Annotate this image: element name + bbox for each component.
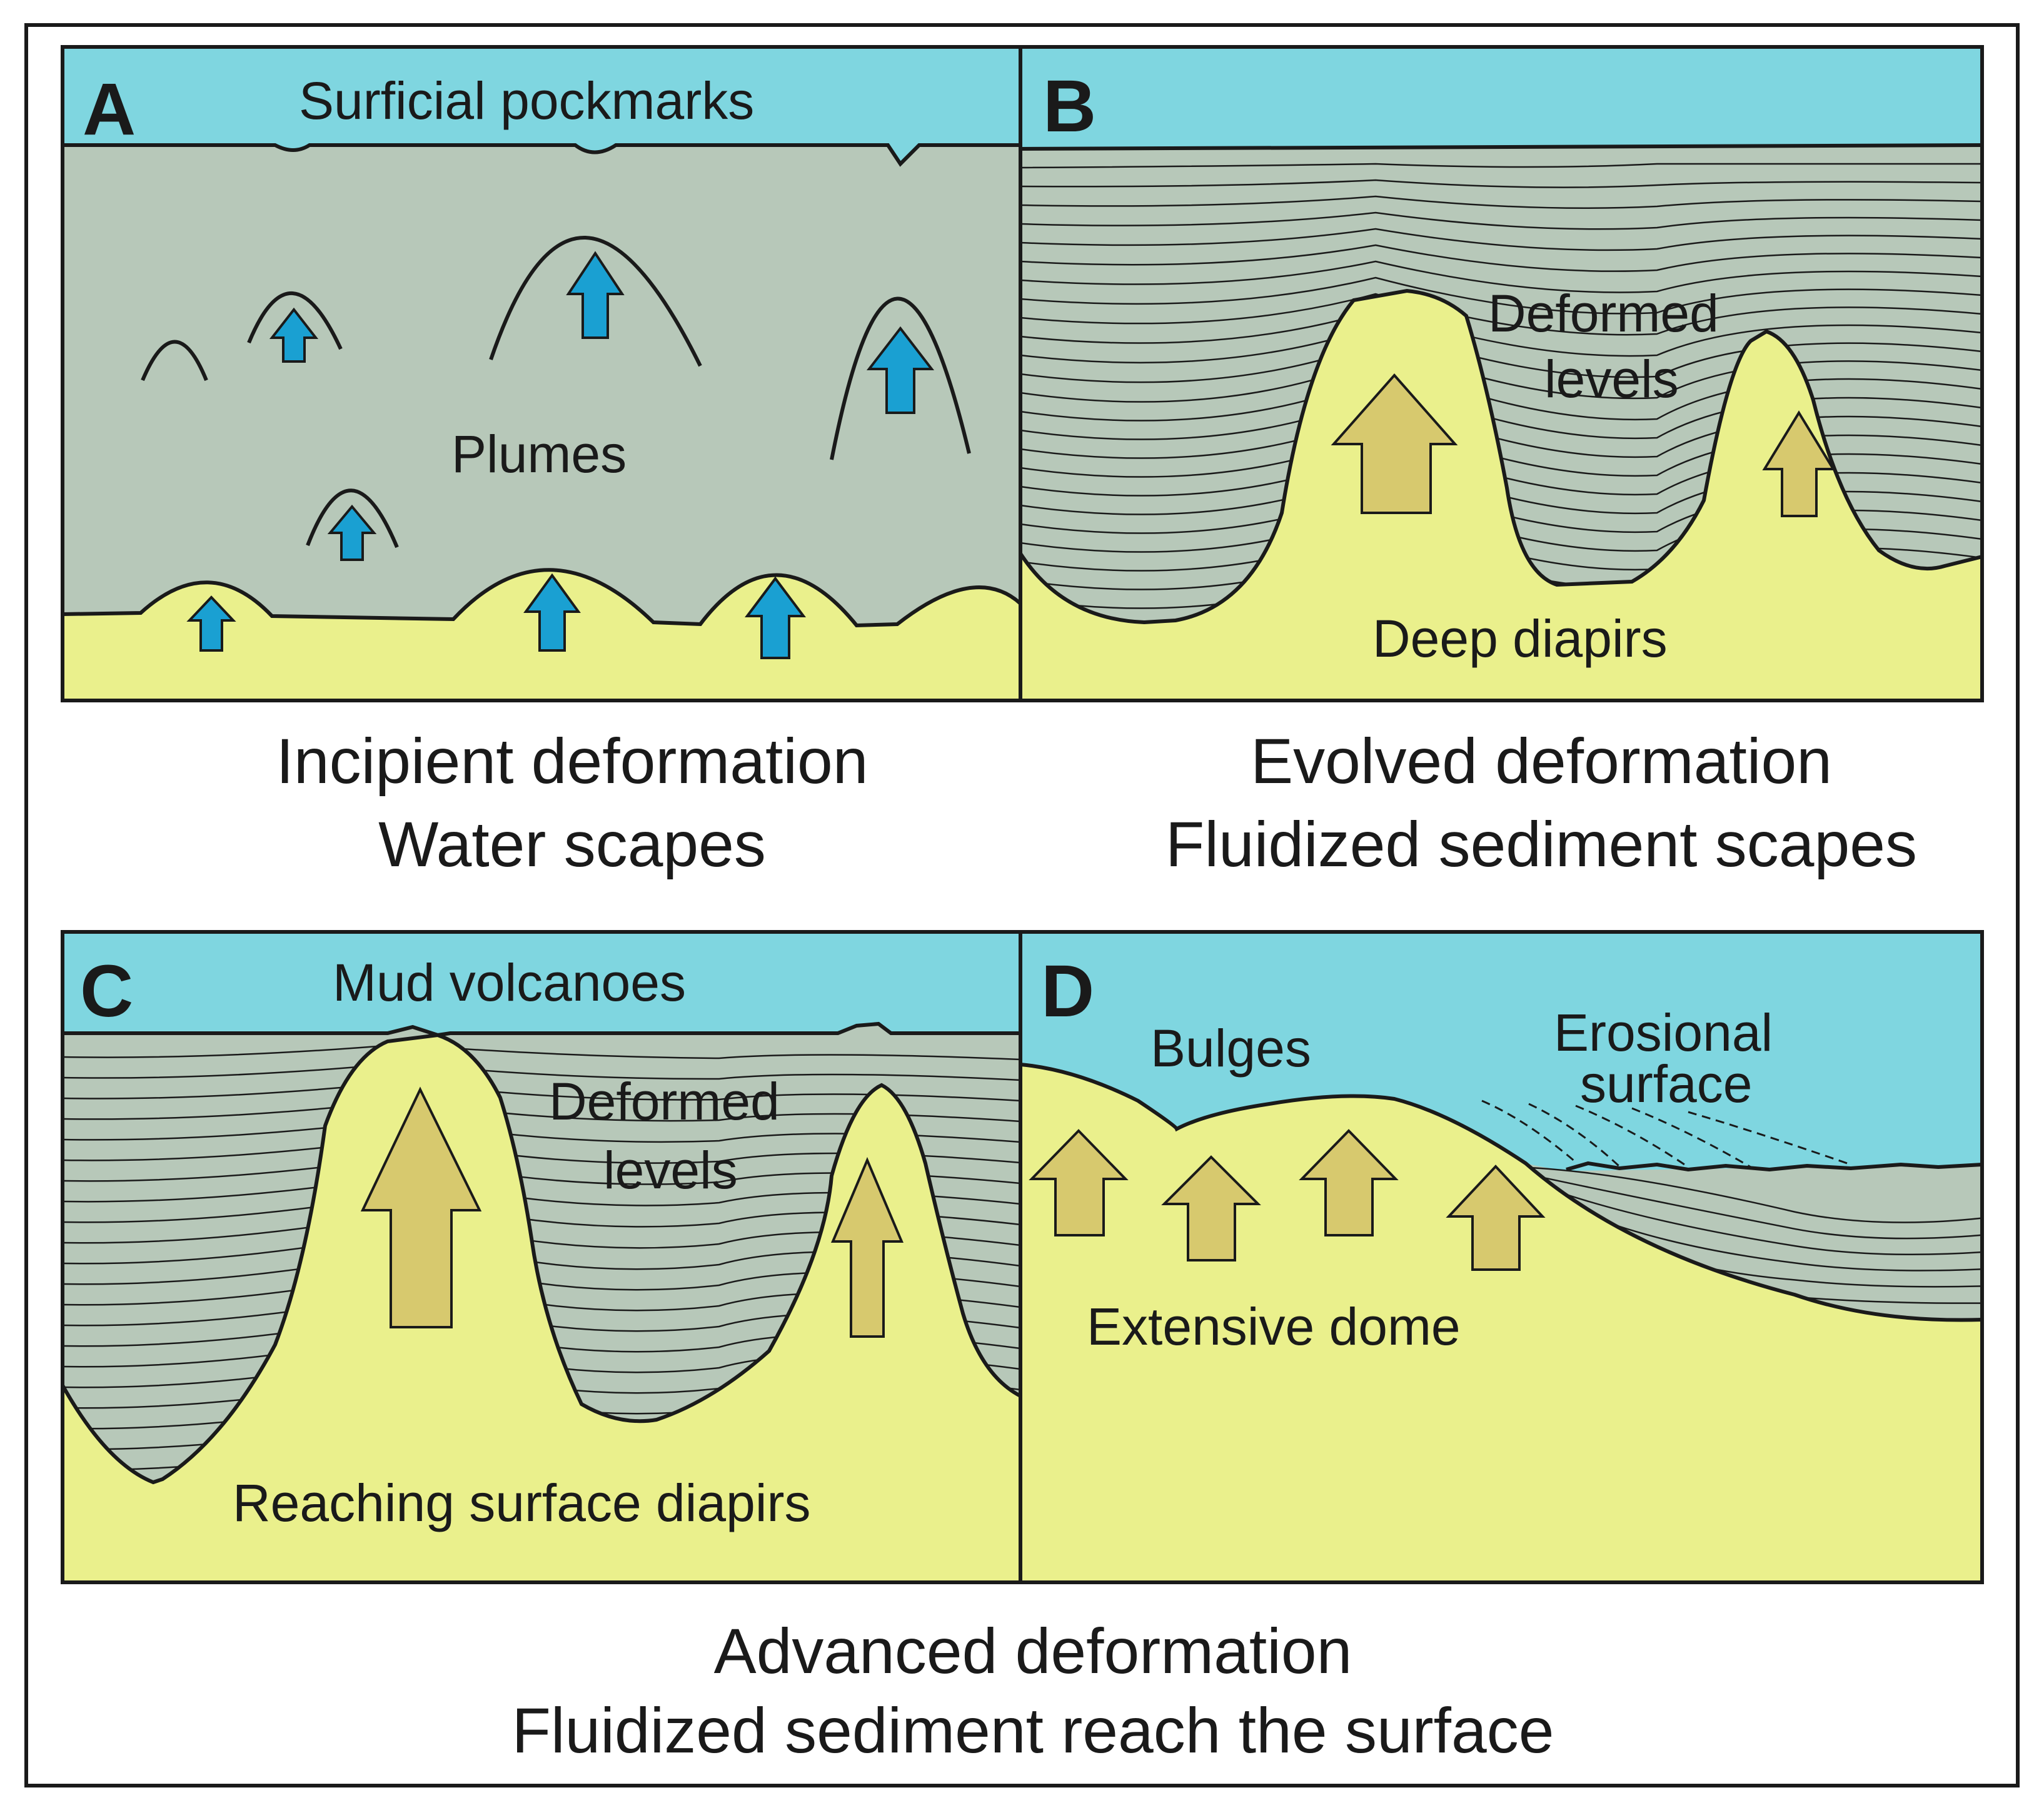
sediment-arrow-icon	[1299, 1129, 1399, 1236]
sediment-arrow-icon	[1029, 1129, 1129, 1236]
panel-letter-a: A	[83, 68, 136, 151]
caption-ab-right-line-2: Fluidized sediment scapes	[1165, 809, 1917, 880]
panel-d-sand-boundary	[1020, 1063, 1982, 1322]
label-deformed-levels-c-1: Deformed	[549, 1072, 780, 1131]
erosional-surface-line	[1566, 1161, 1982, 1172]
sediment-layer-line	[1020, 309, 1982, 357]
label-surficial-pockmarks: Surficial pockmarks	[299, 71, 754, 130]
sediment-layer-line	[1020, 325, 1982, 378]
fluid-arrow-icon	[523, 573, 581, 652]
panel-b-sand	[1020, 291, 1982, 700]
panel-letter-c: C	[80, 950, 133, 1033]
sediment-layer-line	[63, 1043, 1020, 1061]
label-erosional-surface-2: surface	[1580, 1054, 1752, 1113]
panel-a	[63, 47, 1020, 700]
fluid-arrow-icon	[866, 326, 935, 414]
panel-a-seafloor-line	[63, 143, 1020, 167]
sediment-layer-line	[1525, 1173, 1982, 1240]
sediment-layer-line	[1525, 1179, 1982, 1256]
sediment-layer-line	[1020, 260, 1982, 293]
label-deformed-levels-b-1: Deformed	[1488, 284, 1719, 343]
sediment-layer-line	[1020, 228, 1982, 251]
panel-a-sand-boundary	[63, 568, 1020, 628]
sediment-layer-line	[63, 1081, 1020, 1102]
caption-ab-right-line-1: Evolved deformation	[1251, 726, 1832, 797]
panel-d-mud	[1526, 1163, 1982, 1320]
label-plumes: Plumes	[451, 425, 627, 483]
sediment-arrow-icon	[1161, 1155, 1261, 1261]
sediment-layer-line	[1020, 195, 1982, 210]
caption-cd-line-1: Advanced deformation	[714, 1615, 1352, 1687]
sediment-layer-line	[1020, 163, 1982, 169]
panel-c-sand	[63, 1035, 1020, 1582]
sediment-layer-line	[63, 1100, 1020, 1123]
panel-c-sand-boundary	[63, 1033, 1020, 1485]
plume-arc	[830, 296, 971, 460]
fluid-arrow-icon	[327, 504, 377, 561]
sediment-layer-line	[1020, 244, 1982, 272]
label-extensive-dome: Extensive dome	[1087, 1297, 1461, 1356]
caption-cd-line-2: Fluidized sediment reach the surface	[512, 1695, 1554, 1766]
plume-arc	[306, 488, 399, 549]
sediment-arrow-icon	[1331, 373, 1458, 514]
sediment-layer-line	[1525, 1166, 1982, 1223]
fluid-arrow-icon	[566, 251, 625, 339]
fluid-arrow-icon	[269, 307, 319, 363]
sediment-layer-line	[63, 1062, 1020, 1081]
sediment-layer-line	[1020, 211, 1982, 230]
sediment-arrow-icon	[830, 1156, 904, 1338]
label-erosional-surface-1: Erosional	[1554, 1003, 1773, 1062]
sediment-arrow-icon	[1446, 1165, 1546, 1271]
sediment-layer-line	[1020, 293, 1982, 336]
plume-arc	[247, 291, 343, 350]
plume-arc	[141, 340, 208, 382]
panel-letter-d: D	[1041, 950, 1094, 1033]
label-deep-diapirs: Deep diapirs	[1372, 609, 1668, 668]
panel-b-seafloor-line	[1020, 143, 1982, 151]
label-deformed-levels-b-2: levels	[1544, 350, 1679, 408]
sediment-layer-line	[63, 1118, 1020, 1143]
erosional-truncation-lines	[1481, 1100, 1851, 1168]
sediment-layer-line	[1020, 179, 1982, 188]
panel-b-sand-boundary	[1020, 288, 1982, 625]
panel-c	[63, 932, 1020, 1582]
sediment-arrow-icon	[1762, 410, 1836, 517]
label-bulges: Bulges	[1150, 1019, 1311, 1078]
label-reaching-surface-diapirs: Reaching surface diapirs	[233, 1474, 811, 1532]
plume-arc	[489, 236, 702, 367]
caption-ab-left-line-2: Water scapes	[378, 809, 766, 880]
caption-ab-left-line-1: Incipient deformation	[276, 726, 868, 797]
panel-borders	[61, 45, 1984, 1584]
label-mud-volcanoes: Mud volcanoes	[333, 953, 686, 1012]
fluid-arrow-icon	[186, 595, 236, 652]
fluid-arrow-icon	[745, 576, 806, 659]
panel-b	[1020, 47, 1982, 700]
panel-d-sand	[1020, 1064, 1982, 1582]
sediment-arrow-icon	[360, 1086, 482, 1328]
panel-c-seafloor-line	[63, 1021, 1020, 1038]
label-deformed-levels-c-2: levels	[603, 1141, 738, 1200]
panel-d	[1020, 932, 1982, 1582]
panel-letter-b: B	[1043, 65, 1096, 148]
panel-a-mud	[63, 145, 1020, 700]
sediment-layer-line	[1020, 276, 1982, 315]
